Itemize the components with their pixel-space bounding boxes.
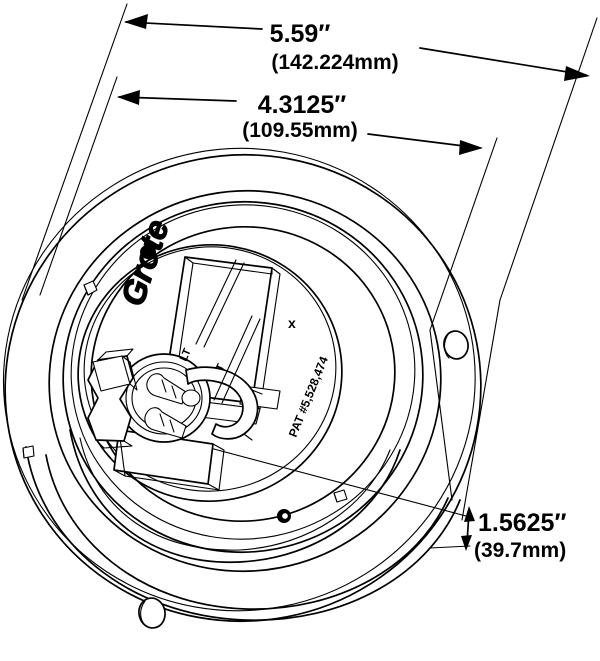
arrowhead-left-lens (117, 90, 140, 105)
depth-imperial: 1.5625″ (478, 509, 566, 537)
overall-diameter-imperial: 5.59″ (270, 20, 331, 48)
arrowhead-depth-down (461, 535, 472, 551)
small-mark-2: T (214, 362, 228, 373)
patent-number: PAT #5,528,474 (286, 354, 331, 439)
arrowhead-left-overall (124, 14, 148, 29)
locator-pin (140, 245, 156, 259)
socket-pins (144, 373, 201, 439)
brand-logo: Grote (113, 215, 175, 310)
retention-tab-lower-left (22, 445, 35, 459)
flange-ring (2, 147, 482, 623)
mounting-hole-bottom (138, 597, 166, 629)
retention-tab-upper-left (83, 280, 98, 296)
lens-diameter-metric: (109.55mm) (242, 119, 358, 142)
arrowhead-right-overall (564, 66, 590, 81)
dimension-label-overall-diameter: 5.59″ (142.224mm) (270, 20, 399, 74)
depth-metric: (39.7mm) (474, 539, 566, 562)
lens-ring (62, 200, 424, 554)
overall-diameter-metric: (142.224mm) (271, 51, 398, 74)
retention-tab-bottom (333, 489, 348, 503)
connector-socket (87, 259, 263, 491)
dimension-extension-lines (21, 3, 598, 521)
alignment-mark: x (288, 315, 296, 331)
lens-diameter-imperial: 4.3125″ (258, 91, 346, 119)
flange-bottom-crescent (25, 446, 461, 622)
dimension-label-depth: 1.5625″ (39.7mm) (474, 509, 566, 562)
dimension-arrow-lines (117, 14, 590, 551)
dimension-label-lens-diameter: 4.3125″ (109.55mm) (242, 91, 358, 142)
connector-upper-block (92, 355, 138, 392)
vent-screw (277, 509, 291, 523)
back-plate (77, 244, 343, 502)
mounting-hole-right (443, 330, 469, 360)
small-mark-1: LT (178, 347, 194, 364)
arrowhead-depth-up (464, 506, 475, 522)
lens-bottom-crescent (69, 429, 401, 563)
arrowhead-right-lens (459, 140, 483, 155)
